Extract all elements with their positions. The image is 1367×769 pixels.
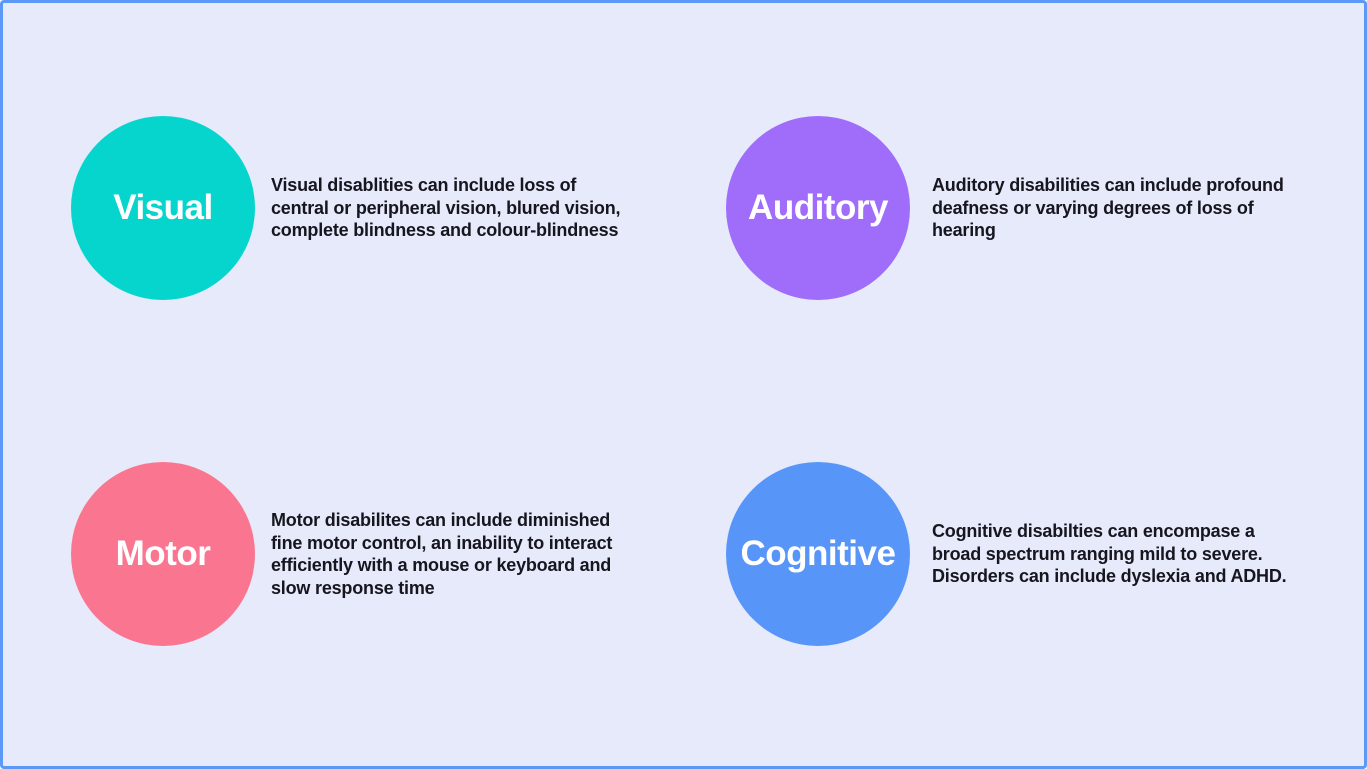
- auditory-circle-label: Auditory: [748, 188, 888, 227]
- motor-circle: Motor: [71, 462, 255, 646]
- auditory-description: Auditory disabilities can include profou…: [932, 175, 1284, 241]
- cognitive-circle-label: Cognitive: [740, 534, 896, 573]
- auditory-circle: Auditory: [726, 116, 910, 300]
- motor-circle-label: Motor: [115, 534, 211, 573]
- visual-disability-section: Visual Visual disablities can include lo…: [71, 116, 691, 300]
- cognitive-circle: Cognitive: [726, 462, 910, 646]
- motor-disability-section: Motor Motor disabilites can include dimi…: [71, 462, 691, 646]
- auditory-disability-section: Auditory Auditory disabilities can inclu…: [726, 116, 1352, 300]
- visual-circle: Visual: [71, 116, 255, 300]
- cognitive-description: Cognitive disabilties can encompase a br…: [932, 521, 1287, 587]
- cognitive-disability-section: Cognitive Cognitive disabilties can enco…: [726, 462, 1352, 646]
- visual-circle-label: Visual: [113, 188, 213, 227]
- visual-description: Visual disablities can include loss of c…: [271, 175, 621, 241]
- motor-description: Motor disabilites can include diminished…: [271, 510, 613, 598]
